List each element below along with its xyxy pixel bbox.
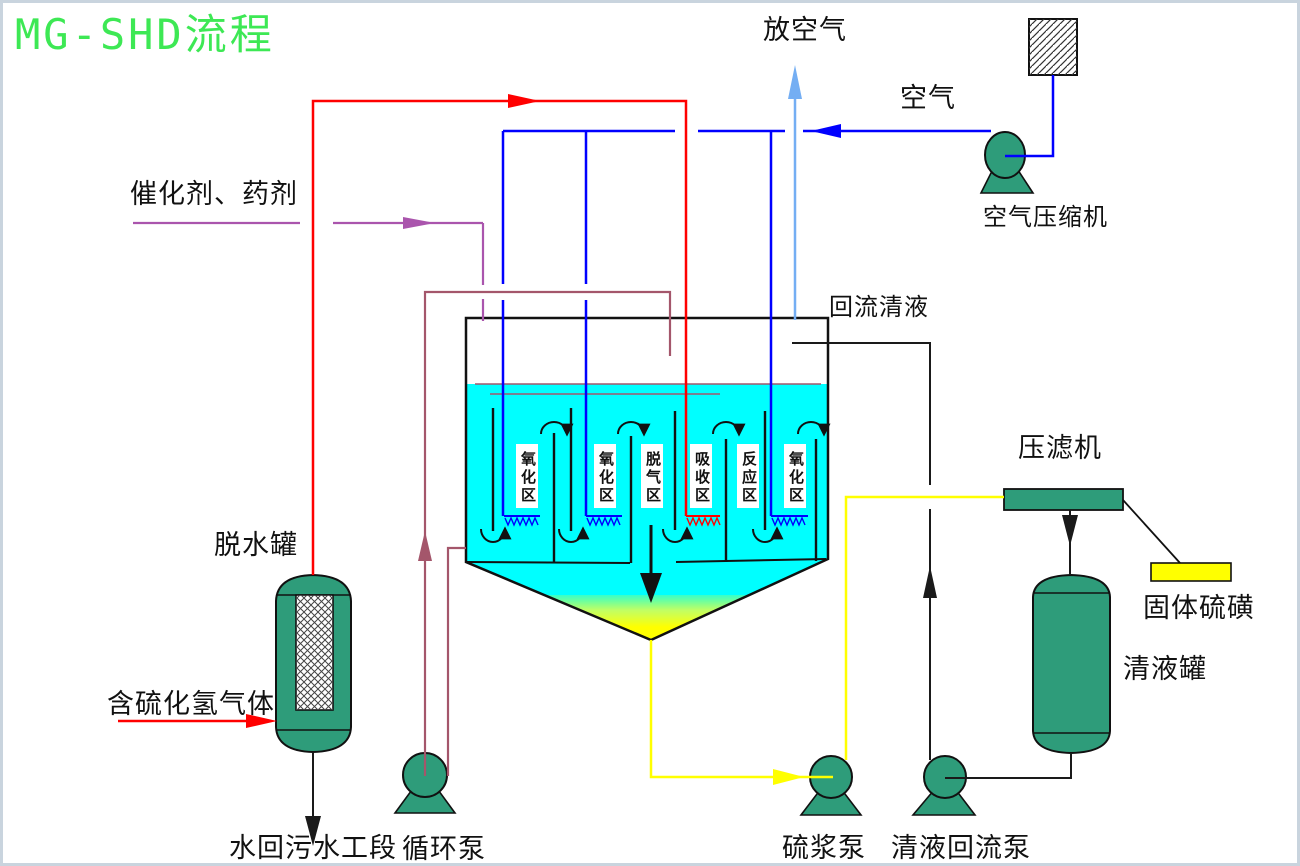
vent-line — [788, 65, 802, 320]
zone-degassing: 脱气区 — [641, 444, 663, 508]
demister-packing — [296, 595, 333, 710]
clear-liquid-return-pump — [911, 755, 977, 816]
clear-liquid-return-line — [792, 342, 1072, 779]
misc-black-lines — [305, 510, 1078, 846]
diagram-title: MG-SHD流程 — [15, 10, 275, 59]
label-air: 空气 — [900, 83, 956, 113]
zone-reaction: 反应区 — [737, 444, 759, 508]
air-sparger-3 — [771, 516, 806, 527]
dehydration-tank — [275, 573, 352, 754]
sulfur-slurry-pump — [799, 755, 863, 816]
label-dehydration-tank: 脱水罐 — [214, 530, 298, 560]
vent-arrow — [788, 65, 802, 99]
air-intake-filter — [1028, 18, 1078, 76]
clear-liquid-tank — [1032, 573, 1111, 755]
label-air-compressor: 空气压缩机 — [983, 205, 1108, 231]
label-catalyst: 催化剂、药剂 — [130, 179, 298, 209]
h2s-sparger — [686, 516, 721, 527]
label-vent-air: 放空气 — [763, 15, 847, 45]
air-sparger-1 — [504, 516, 539, 527]
reactor-shell — [464, 316, 830, 642]
zone-oxidation-2: 氧化区 — [594, 444, 616, 508]
zone-absorption: 吸收区 — [690, 444, 712, 508]
bottom-baffles — [552, 433, 818, 563]
h2s-gas-lines — [118, 94, 721, 728]
filter-press — [1003, 488, 1124, 511]
settling-arrow — [640, 573, 662, 603]
sulfur-slurry-line — [649, 495, 1004, 785]
label-return-clear-liquid: 回流清液 — [829, 295, 929, 321]
label-h2s-gas: 含硫化氢气体 — [107, 689, 275, 719]
diagram-canvas — [118, 18, 1232, 846]
label-solid-sulfur: 固体硫磺 — [1143, 593, 1255, 623]
label-clear-liquid-tank: 清液罐 — [1123, 654, 1207, 684]
air-compressor — [979, 131, 1035, 194]
solid-sulfur-box — [1150, 562, 1232, 582]
air-lines — [501, 75, 1055, 527]
air-sparger-2 — [586, 516, 621, 527]
catalyst-line — [133, 217, 485, 321]
label-circulation-pump: 循环泵 — [402, 834, 486, 864]
sulfur-discharge-line — [1122, 499, 1181, 564]
zone-oxidation-3: 氧化区 — [784, 444, 806, 508]
hanging-baffles — [491, 408, 767, 531]
label-water-to-wastewater: 水回污水工段 — [229, 833, 397, 863]
zone-oxidation-1: 氧化区 — [516, 444, 538, 508]
label-filter-press: 压滤机 — [1018, 433, 1102, 463]
label-clear-liquid-return-pump: 清液回流泵 — [891, 833, 1031, 863]
label-sulfur-slurry-pump: 硫浆泵 — [782, 833, 866, 863]
circulation-line — [418, 290, 672, 776]
settled-sulfur — [543, 595, 749, 639]
